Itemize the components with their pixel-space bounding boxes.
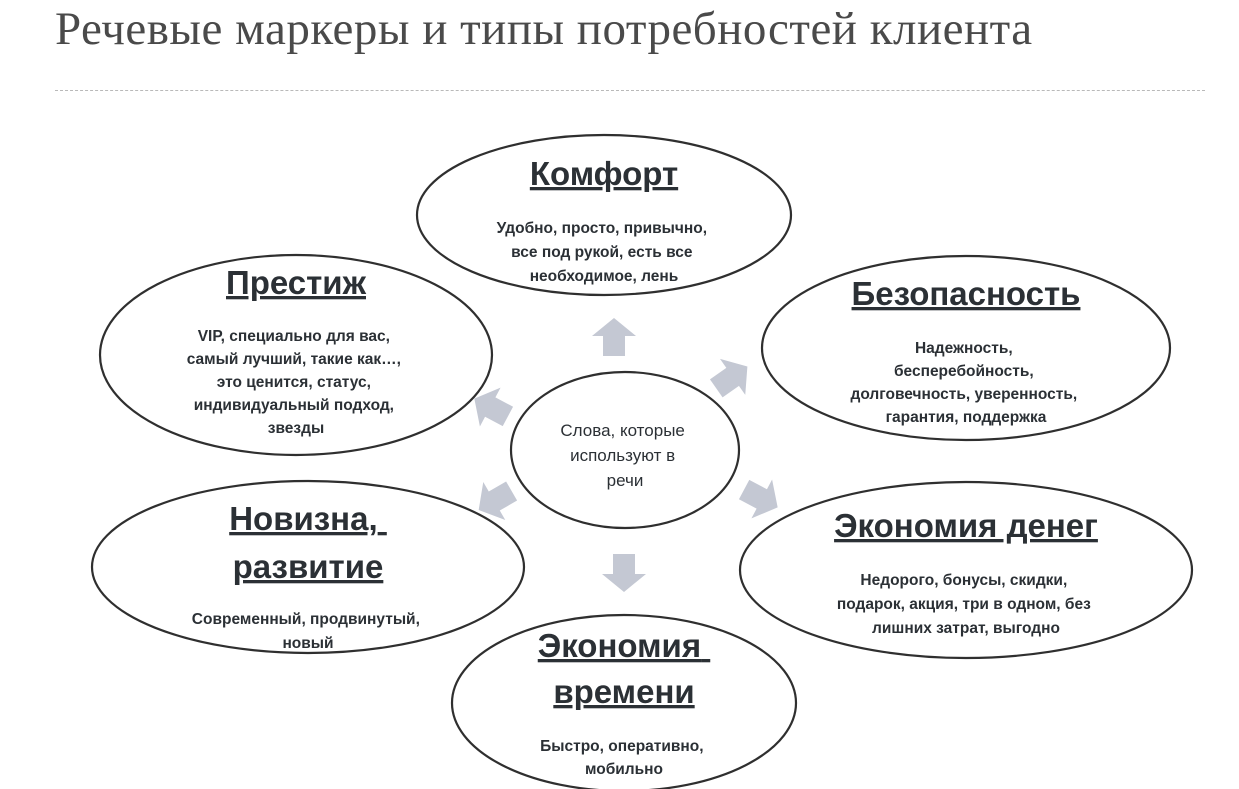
arrow-down-right-icon	[738, 479, 778, 519]
center-line: речи	[607, 471, 644, 490]
node-text-line: Надежность,	[915, 340, 1013, 357]
node-text-line: необходимое, лень	[530, 268, 679, 285]
node-money: Экономия денег Недорого, бонусы, скидки,…	[738, 480, 1194, 660]
node-title: времени	[553, 673, 694, 710]
node-text-line: VIP, специально для вас,	[198, 328, 390, 345]
arrow-up-right-icon	[709, 358, 748, 398]
arrows-group	[474, 318, 778, 592]
svg-text:Новизна, развитие: Новизна, развитие	[229, 500, 387, 585]
svg-text:Престиж: Престиж	[226, 264, 367, 301]
node-text-line: индивидуальный подход,	[194, 397, 394, 414]
svg-text:Комфорт: Комфорт	[530, 155, 678, 192]
node-prestige: Престиж VIP, специально для вас, самый л…	[98, 253, 494, 457]
node-title: Престиж	[226, 264, 367, 301]
node-text-line: лишних затрат, выгодно	[872, 620, 1060, 637]
node-title: Комфорт	[530, 155, 678, 192]
node-text-line: Недорого, бонусы, скидки,	[860, 572, 1067, 589]
node-title: Экономия	[538, 627, 701, 664]
node-title: Экономия денег	[834, 507, 1098, 544]
node-time: Экономия времени Быстро, оперативно, моб…	[450, 613, 798, 789]
center-line: Слова, которые	[560, 421, 684, 440]
node-safety: Безопасность Надежность, бесперебойность…	[760, 254, 1172, 442]
node-novelty: Новизна, развитие Современный, продвинут…	[90, 479, 526, 655]
node-comfort: Комфорт Удобно, просто, привычно, все по…	[415, 133, 793, 297]
svg-text:Экономия денег: Экономия денег	[834, 507, 1098, 544]
node-text-line: Быстро, оперативно,	[540, 738, 703, 755]
svg-text:Недорого, бонусы, скидки,: Недорого, бонусы, скидки, подарок, акция…	[837, 572, 1095, 637]
arrow-up-icon	[592, 318, 636, 356]
node-text-line: гарантия, поддержка	[886, 409, 1047, 426]
svg-text:Современный, продвинутый,: Современный, продвинутый, новый	[192, 611, 424, 652]
node-text-line: Современный, продвинутый,	[192, 611, 420, 628]
arrow-up-left-icon	[474, 387, 514, 427]
node-text-line: подарок, акция, три в одном, без	[837, 596, 1091, 613]
node-text-line: самый лучший, такие как…,	[187, 351, 401, 368]
svg-text:Безопасность: Безопасность	[852, 275, 1081, 312]
node-text-line: новый	[282, 635, 333, 652]
svg-text:Экономия времени: Экономия времени	[538, 627, 711, 710]
node-title: Новизна,	[229, 500, 377, 537]
svg-text:Слова, которые использую: Слова, которые используют в речи	[560, 421, 689, 490]
node-title: развитие	[233, 548, 384, 585]
node-text-line: звезды	[268, 420, 324, 437]
svg-text:Быстро, оперативно, моби: Быстро, оперативно, мобильно	[540, 738, 708, 778]
arrow-down-icon	[602, 554, 646, 592]
arrow-down-left-icon	[478, 481, 518, 521]
svg-text:VIP, специально для вас,: VIP, специально для вас, самый лучший, т…	[187, 328, 406, 437]
node-text-line: бесперебойность,	[894, 363, 1034, 380]
svg-text:Надежность, бесперебойно: Надежность, бесперебойность, долговечнос…	[850, 340, 1081, 426]
title-divider	[55, 90, 1205, 91]
svg-text:Удобно, просто, привычно,: Удобно, просто, привычно, все под рукой,…	[497, 220, 712, 285]
node-title: Безопасность	[852, 275, 1081, 312]
node-text-line: все под рукой, есть все	[511, 244, 693, 261]
node-text-line: это ценится, статус,	[217, 374, 371, 391]
node-text-line: Удобно, просто, привычно,	[497, 220, 707, 237]
node-text-line: мобильно	[585, 761, 663, 778]
node-text-line: долговечность, уверенность,	[850, 386, 1077, 403]
page-title: Речевые маркеры и типы потребностей клие…	[55, 3, 1033, 55]
center-node: Слова, которые используют в речи	[509, 370, 741, 530]
center-line: используют в	[570, 446, 675, 465]
